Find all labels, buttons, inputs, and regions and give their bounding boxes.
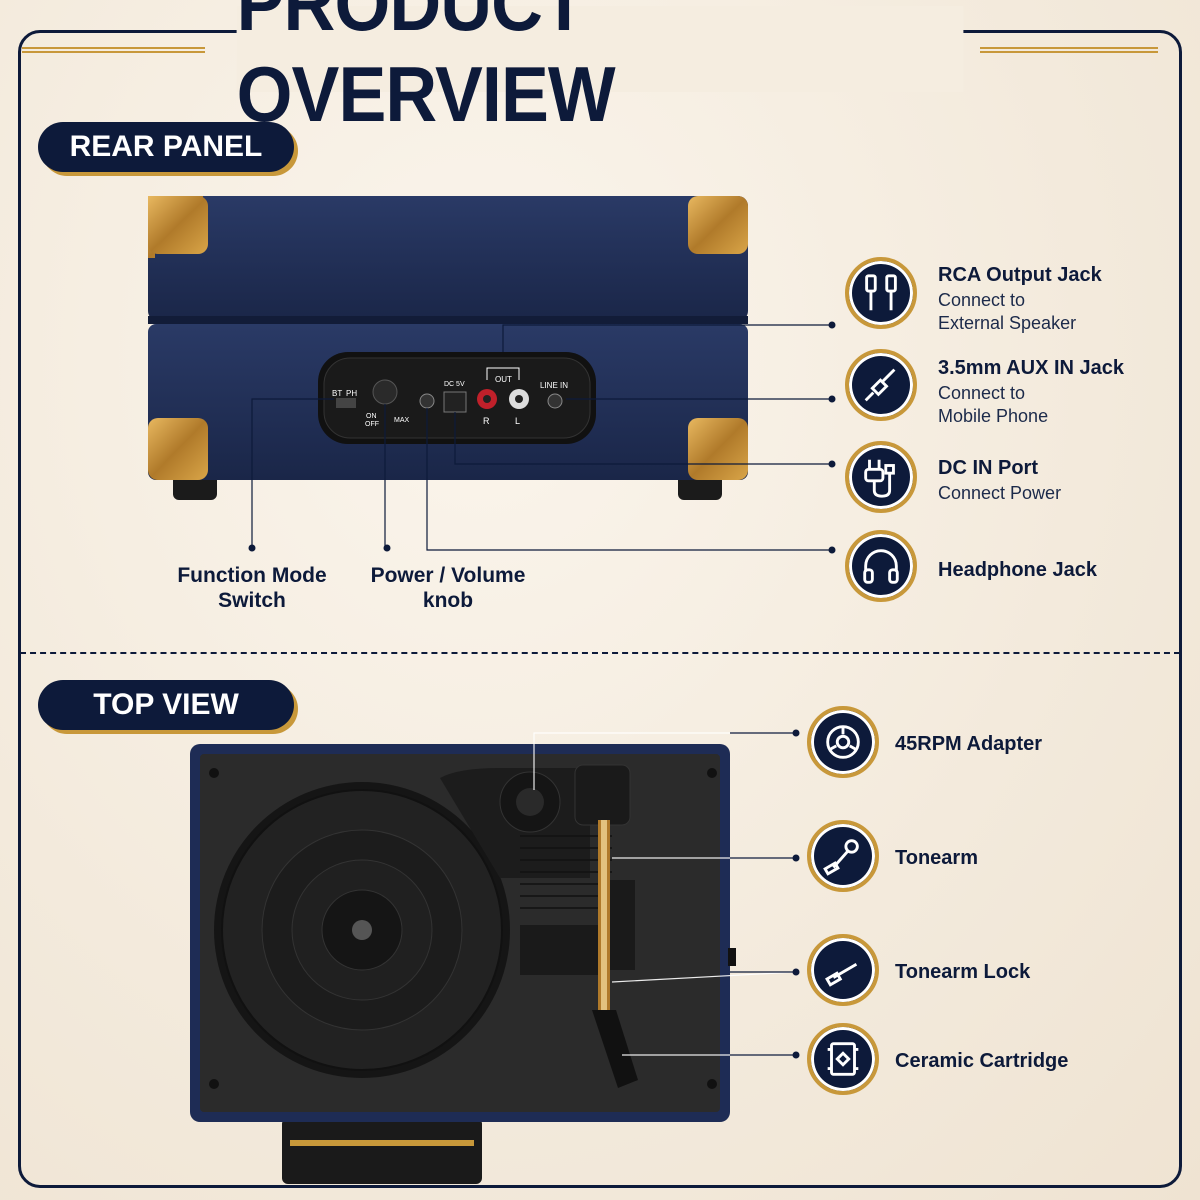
adapter-title: 45RPM Adapter — [895, 733, 1043, 755]
section-divider — [20, 652, 1180, 654]
top-view-illustration — [190, 729, 800, 1184]
rear-panel-illustration: BT PH ON OFF MAX DC 5V OUT R L LINE IN — [148, 196, 836, 554]
svg-text:L: L — [515, 416, 520, 426]
rca-output-sub1: Connect to — [938, 290, 1026, 310]
power-plug-icon — [845, 441, 917, 513]
svg-text:R: R — [483, 416, 490, 426]
svg-text:ON: ON — [366, 413, 377, 420]
tonearm-title: Tonearm — [895, 847, 978, 869]
section-rear-panel: REAR PANEL — [38, 122, 294, 172]
svg-text:LINE IN: LINE IN — [540, 381, 568, 390]
headphones-icon — [845, 530, 917, 602]
headphone-jack-title: Headphone Jack — [938, 559, 1097, 581]
svg-text:OUT: OUT — [495, 375, 512, 384]
svg-text:MAX: MAX — [394, 417, 410, 424]
aux-cable-icon — [845, 349, 917, 421]
cartridge-title: Ceramic Cartridge — [895, 1050, 1069, 1072]
title-ornament-right — [980, 47, 1158, 53]
title-ornament-left — [22, 47, 205, 53]
svg-text:PH: PH — [346, 389, 357, 398]
aux-in-sub1: Connect to — [938, 383, 1026, 403]
rca-output-sub2: External Speaker — [938, 313, 1077, 333]
cartridge-icon — [807, 1023, 879, 1095]
tonearm-icon — [807, 820, 879, 892]
svg-text:BT: BT — [332, 389, 342, 398]
svg-text:DC 5V: DC 5V — [444, 381, 465, 388]
function-mode-label: Function Mode Switch — [177, 564, 327, 612]
dc-in-sub1: Connect Power — [938, 483, 1062, 503]
rca-output-title: RCA Output Jack — [938, 264, 1102, 286]
tonearm-lock-title: Tonearm Lock — [895, 961, 1031, 983]
adapter-icon — [807, 706, 879, 778]
power-volume-label: Power / Volume knob — [370, 564, 526, 612]
svg-text:OFF: OFF — [365, 421, 379, 428]
dc-in-title: DC IN Port — [938, 457, 1038, 479]
tonearm-lock-icon — [807, 934, 879, 1006]
rca-plug-icon — [845, 257, 917, 329]
section-top-view: TOP VIEW — [38, 680, 294, 730]
aux-in-sub2: Mobile Phone — [938, 406, 1049, 426]
aux-in-title: 3.5mm AUX IN Jack — [938, 357, 1125, 379]
